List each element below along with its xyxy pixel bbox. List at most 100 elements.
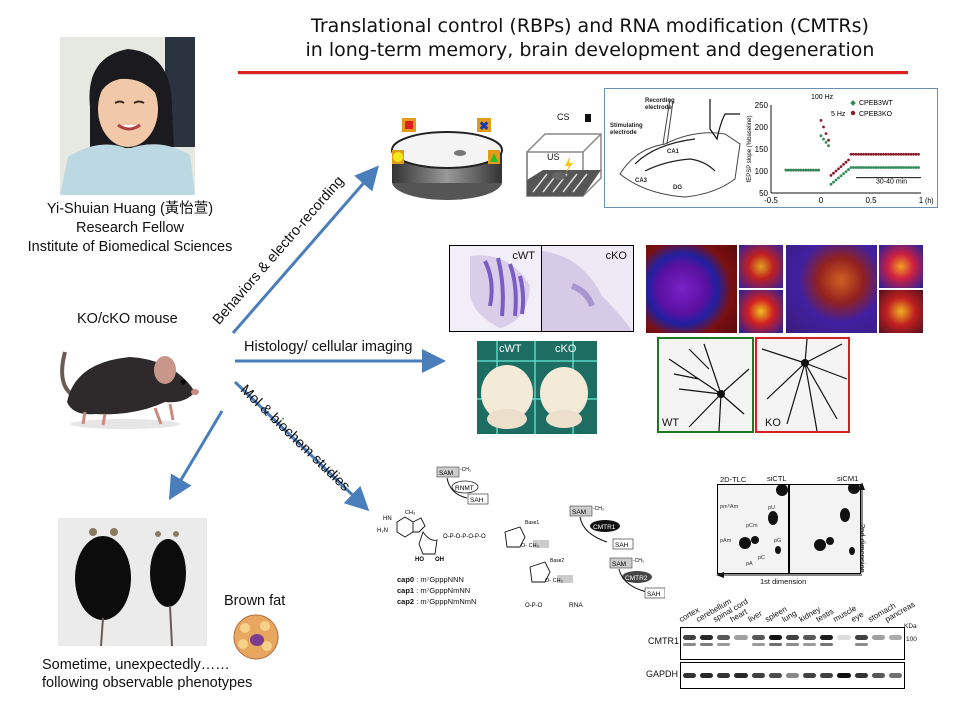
ltp-wt-point (869, 166, 873, 169)
cmtr2-label: CMTR2 (625, 575, 648, 582)
ltp-wt-point (862, 166, 865, 169)
tissue-label: liver (746, 608, 764, 624)
blot-band (683, 635, 697, 640)
stim-5hz-label: 5 Hz (831, 111, 846, 118)
sah-label-1: SAH (470, 497, 484, 504)
tlc-x-axis-label: 1st dimension (760, 577, 807, 586)
ltp-wt-point (844, 170, 848, 174)
blot-band (785, 673, 800, 678)
ltp-wt-point (907, 166, 910, 169)
svg-text:-CH₃: -CH₃ (460, 467, 471, 473)
ltp-wt-point (897, 166, 900, 169)
blot-band (820, 635, 834, 640)
tlc-plate-siCTL: pm⁶Am pU pCm pAm pG pC pA (717, 484, 789, 574)
ltp-wt-point (849, 166, 853, 169)
svg-text:✖: ✖ (479, 119, 489, 133)
ltp-wt-point (859, 166, 863, 169)
cmtr1-label: CMTR1 (593, 524, 616, 531)
ltp-ko-point (822, 125, 825, 129)
svg-text:O-P-O-P-O-P-O: O-P-O-P-O-P-O (443, 534, 486, 540)
histology-arrow-label: Histology/ cellular imaging (244, 339, 413, 355)
ltp-wt-point (814, 168, 818, 172)
if-image-2 (739, 245, 783, 288)
ltp-ko-point (859, 152, 863, 156)
x-tick-label: 0.5 (865, 196, 877, 205)
blot-band (854, 673, 868, 678)
neuron-wt-image: WT (657, 337, 754, 433)
blot-band (820, 673, 834, 678)
ltp-ko-point (854, 152, 858, 156)
ltp-ko-point (839, 165, 843, 168)
blot-band (871, 673, 885, 678)
ltp-wt-point (802, 168, 805, 172)
ltp-ko-point (867, 152, 870, 156)
svg-text:OH: OH (435, 557, 444, 563)
cap-structure-diagram: SAM -CH₃ RNMT SAH CH₃ H₂N HN HO OH O-P-O… (375, 462, 666, 612)
ltp-wt-point (829, 182, 833, 186)
blot-band (683, 643, 697, 646)
blot-band (803, 643, 817, 646)
svg-text:Recording: Recording (645, 98, 675, 104)
cs-label: CS (557, 112, 570, 122)
duration-label: 30-40 min (876, 178, 907, 185)
blot-band (854, 643, 868, 646)
arrow-molbio (233, 380, 370, 512)
if-image-3 (739, 290, 783, 333)
ltp-ko-point (842, 163, 845, 166)
nissl-cwt-label: cWT (512, 250, 535, 262)
ltp-wt-point (792, 168, 795, 172)
ltp-wt-point (832, 180, 835, 184)
ltp-ko-point (827, 138, 830, 142)
y-tick-label: 150 (755, 145, 769, 154)
ltp-wt-point (784, 168, 788, 172)
ltp-ko-point (869, 152, 873, 156)
blot-band (734, 673, 748, 678)
tlc-plate-siCM1 (789, 482, 861, 574)
sam-label-1: SAM (439, 470, 453, 477)
ltp-wt-point (822, 137, 825, 141)
ltp-wt-point (827, 144, 830, 148)
svg-text:SAM: SAM (612, 561, 626, 568)
ltp-wt-point (904, 166, 908, 169)
if-image-4 (786, 245, 877, 333)
ltp-wt-point (854, 166, 858, 169)
ltp-wt-point (789, 168, 793, 172)
portrait-icon (60, 37, 195, 195)
svg-text:O-P-O: O-P-O (525, 603, 543, 609)
tlc-y-axis-label: 2nd dimension (858, 524, 867, 573)
x-unit: (h) (925, 198, 934, 205)
title-line-2: in long-term memory, brain development a… (305, 39, 875, 61)
legend-wt-marker (850, 100, 856, 106)
ltp-wt-point (819, 134, 823, 138)
cap-list: cap0 : m⁷GpppNNN cap1 : m⁷GpppNmNN cap2 … (397, 574, 476, 607)
caption-line-2: following observable phenotypes (42, 675, 253, 691)
ltp-ko-point (909, 152, 913, 156)
ltp-wt-point (847, 168, 850, 171)
ltp-wt-point (914, 166, 918, 169)
brown-fat-cell-icon (233, 614, 279, 660)
ltp-ko-point (917, 152, 920, 156)
legend-ko: CPEB3KO (859, 111, 893, 118)
ltp-ko-point (864, 152, 868, 156)
ltp-wt-point (882, 166, 885, 169)
blot-band (751, 673, 765, 678)
blot-band (700, 635, 714, 640)
ltp-wt-point (917, 166, 920, 169)
svg-text:SAM: SAM (572, 509, 586, 516)
ltp-ko-point (904, 152, 908, 156)
ltp-ko-point (894, 152, 898, 156)
tlc-condition-2: siCM1 (837, 474, 859, 483)
ltp-wt-point (839, 174, 843, 178)
ltp-ko-point (849, 152, 853, 156)
caption-line-1: Sometime, unexpectedly…… (42, 657, 230, 673)
ltp-ko-point (877, 152, 880, 156)
ltp-ko-point (824, 132, 828, 135)
blot-band (768, 643, 782, 646)
svg-text:H₂N: H₂N (377, 528, 388, 534)
rna-label: RNA (569, 602, 583, 609)
ltp-wt-point (874, 166, 878, 169)
ltp-wt-point (834, 178, 838, 182)
svg-text:pA: pA (746, 561, 753, 567)
ltp-wt-point (857, 166, 860, 169)
ltp-wt-point (817, 168, 820, 172)
